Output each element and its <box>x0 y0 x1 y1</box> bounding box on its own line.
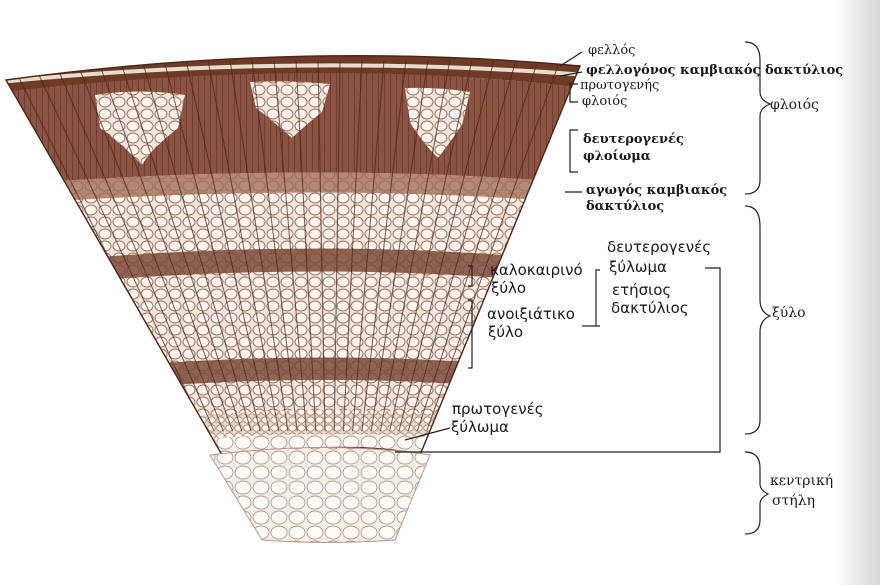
label-agogos-1: αγωγός καμβιακός <box>586 184 727 198</box>
label-kalokairino-2: ξύλο <box>491 281 526 297</box>
label-fellogonos: φελλογόνος καμβιακός δακτύλιος <box>586 64 843 78</box>
label-floios-group: φλοιός <box>770 98 819 113</box>
label-deuterogenes-floioma-1: δευτερογενές <box>583 133 684 147</box>
label-deuterogenes-floioma-2: φλοίωμα <box>583 150 651 164</box>
label-fellos: φελλός <box>588 44 635 58</box>
label-protogenes-xyloma-2: ξύλωμα <box>451 420 509 436</box>
bracket-deuterogenes-floioma <box>570 130 578 172</box>
bracket-etisios-right <box>596 270 600 326</box>
label-kentriki-1: κεντρική <box>770 474 833 489</box>
leader-fellos <box>560 52 582 66</box>
label-anoixiatiko-1: ανοιξιάτικο <box>487 307 575 323</box>
pith-lower <box>210 448 430 543</box>
label-deuterogenes-xyloma-1: δευτερογενές <box>607 240 711 256</box>
label-kentriki-2: στήλη <box>772 494 815 509</box>
label-deuterogenes-xyloma-2: ξύλωμα <box>609 260 667 276</box>
label-protogenes-xyloma-1: πρωτογενές <box>452 402 544 418</box>
bracket-xylo <box>745 206 770 434</box>
bracket-kentriki <box>745 452 768 534</box>
label-kalokairino-1: καλοκαιρινό <box>490 263 583 279</box>
label-xylo-group: ξύλο <box>772 306 806 321</box>
label-protogenis-1: πρωτογενής <box>580 79 659 93</box>
label-anoixiatiko-2: ξύλο <box>488 325 523 341</box>
label-etisios-1: ετήσιος <box>612 283 671 299</box>
label-agogos-2: δακτύλιος <box>586 200 664 214</box>
label-etisios-2: δακτύλιος <box>611 301 689 317</box>
label-protogenis-2: φλοιός <box>582 95 627 109</box>
